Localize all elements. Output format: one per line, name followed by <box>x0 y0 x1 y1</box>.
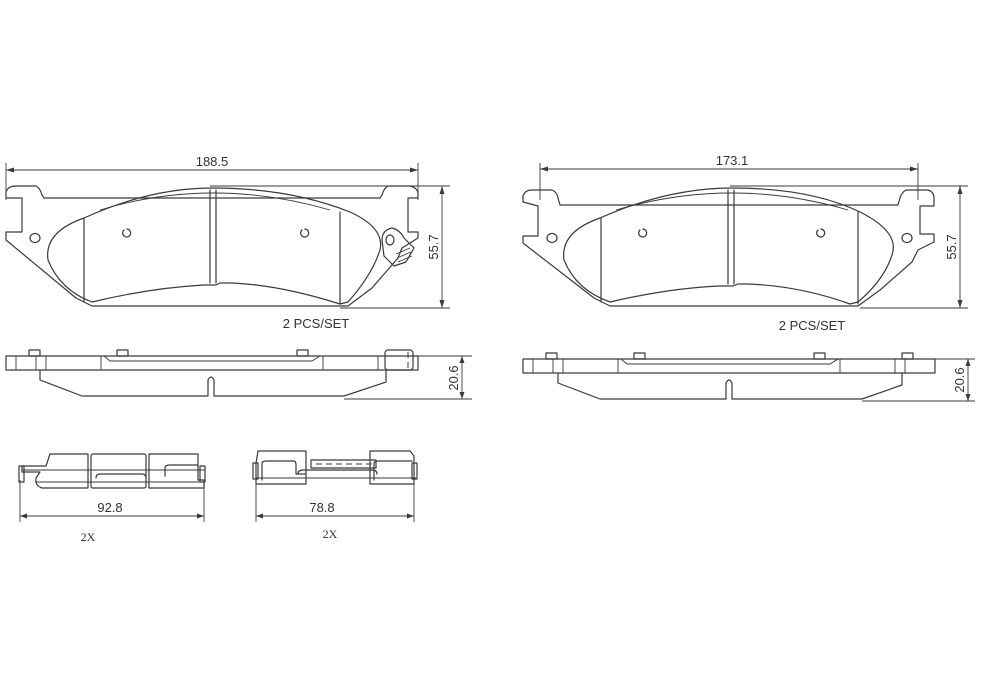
wear-sensor-icon <box>381 227 415 267</box>
left-pad-side-view <box>5 349 419 397</box>
left-pad-quantity-label: 2 PCS/SET <box>283 316 350 331</box>
right-pad-indicator-notch <box>816 228 826 238</box>
clip-2-width-dimension: 78.8 <box>255 482 415 522</box>
right-pad-indicator-notch <box>638 228 648 238</box>
clip-2-quantity-label: 2X <box>323 527 338 541</box>
right-pad-quantity-label: 2 PCS/SET <box>779 318 846 333</box>
clip-1-quantity-label: 2X <box>81 530 96 544</box>
right-pad-width-dimension: 173.1 <box>539 153 919 200</box>
right-pad-height-value: 55.7 <box>944 234 959 259</box>
left-pad-mounting-hole <box>29 232 41 244</box>
right-pad-thickness-value: 20.6 <box>952 367 967 392</box>
right-pad-mounting-hole <box>546 232 558 244</box>
right-pad-side-view <box>522 352 936 400</box>
clip-1-drawing <box>18 453 206 489</box>
left-pad-front-view: 188.5 55.7 <box>5 154 450 309</box>
clip-2-drawing <box>252 450 418 485</box>
right-pad-height-dimension: 55.7 <box>730 185 968 309</box>
left-pad-thickness-dimension: 20.6 <box>344 355 472 400</box>
left-pad-width-value: 188.5 <box>196 154 229 169</box>
left-pad-indicator-notch <box>300 228 310 238</box>
clip-1-width-value: 92.8 <box>97 500 122 515</box>
right-pad-thickness-dimension: 20.6 <box>862 358 975 402</box>
clip-1-width-dimension: 92.8 <box>19 480 205 522</box>
right-pad-width-value: 173.1 <box>716 153 749 168</box>
left-pad-indicator-notch <box>122 228 132 238</box>
left-pad-width-dimension: 188.5 <box>5 154 419 200</box>
right-pad-front-view: 173.1 55.7 <box>522 153 968 309</box>
right-pad-friction-material <box>563 187 894 305</box>
left-pad-height-value: 55.7 <box>426 234 441 259</box>
right-pad-mounting-hole <box>901 232 913 244</box>
right-pad-backing-plate <box>522 189 935 307</box>
left-pad-backing-plate <box>5 185 419 307</box>
clip-2-width-value: 78.8 <box>309 500 334 515</box>
left-pad-friction-material <box>47 187 382 305</box>
left-pad-thickness-value: 20.6 <box>446 365 461 390</box>
